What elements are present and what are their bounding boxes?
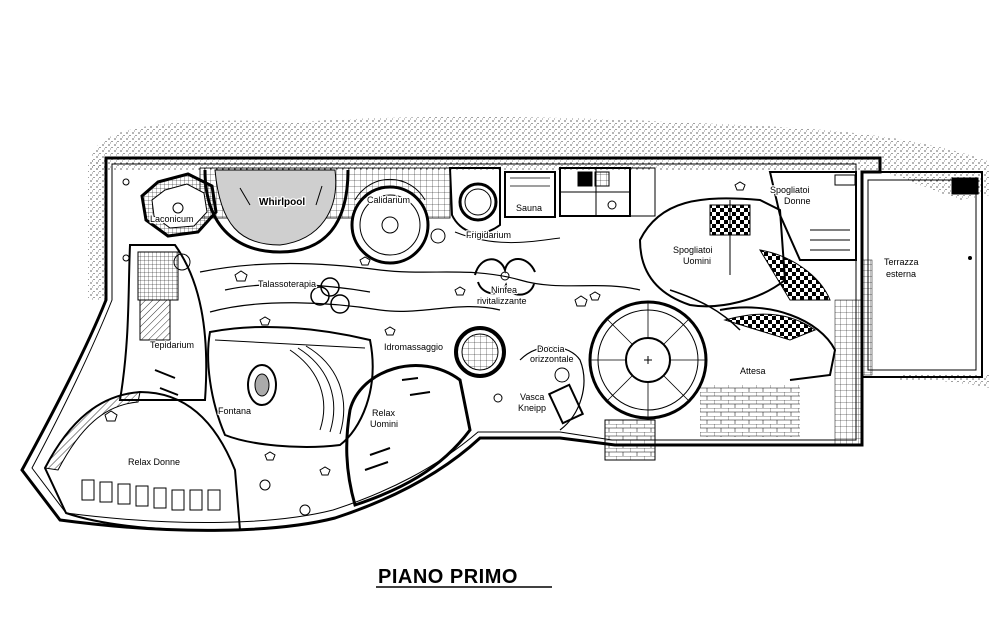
spogliatoi-donne-room: [768, 171, 857, 261]
label-fontana: Fontana: [218, 406, 251, 416]
laconicum-room: [140, 172, 218, 238]
label-doccia-2: orizzontale: [530, 354, 574, 364]
label-ninfea-2: rivitalizzante: [477, 296, 527, 306]
drawing-title: PIANO PRIMO: [376, 566, 552, 588]
label-vasca-1: Vasca: [520, 392, 544, 402]
brick-paving: [700, 385, 800, 437]
sauna-frigidarium: [448, 167, 561, 244]
label-whirlpool: Whirlpool: [259, 197, 305, 208]
label-idromassaggio: Idromassaggio: [384, 342, 443, 352]
fontana-area: [207, 325, 374, 448]
room-labels: Laconicum Whirlpool Calidarium Sauna Fri…: [127, 184, 920, 469]
label-relax-donne: Relax Donne: [128, 457, 180, 467]
label-talassoterapia: Talassoterapia: [258, 279, 316, 289]
spogliatoi-uomini-room: [638, 197, 787, 331]
label-ninfea-1: Ninfea: [491, 285, 517, 295]
spiral-staircase: [588, 300, 708, 420]
label-vasca-2: Kneipp: [518, 403, 546, 413]
relax-donne-room: [43, 390, 242, 532]
plan-title: PIANO PRIMO: [378, 566, 518, 588]
label-spogliatoi-uomini-1: Spogliatoi: [673, 245, 713, 255]
doccia-vasca-area: [519, 346, 585, 431]
label-tepidarium: Tepidarium: [150, 340, 194, 350]
talassoterapia-area: [199, 262, 641, 314]
tepidarium-room: [118, 244, 208, 401]
brick-paving-entry: [604, 419, 656, 461]
terrazza-esterna: [834, 171, 983, 446]
label-terrazza-2: esterna: [886, 269, 916, 279]
label-attesa: Attesa: [740, 366, 766, 376]
label-relax-uomini-2: Uomini: [370, 419, 398, 429]
label-sauna: Sauna: [516, 203, 542, 213]
relax-uomini-room: [345, 364, 472, 507]
label-spogliatoi-donne-1: Spogliatoi: [770, 185, 810, 195]
plant-decorations: [104, 178, 746, 516]
label-doccia-1: Doccia: [537, 344, 565, 354]
attesa-room: [719, 249, 837, 381]
service-block: [559, 167, 656, 217]
label-calidarium: Calidarium: [367, 195, 410, 205]
label-spogliatoi-uomini-2: Uomini: [683, 256, 711, 266]
calidarium-room: [350, 178, 446, 265]
label-frigidarium: Frigidarium: [466, 230, 511, 240]
idromassaggio-pool: [454, 326, 506, 378]
ninfea-pool: [474, 258, 536, 296]
label-spogliatoi-donne-2: Donne: [784, 196, 811, 206]
label-relax-uomini-1: Relax: [372, 408, 396, 418]
label-laconicum: Laconicum: [150, 214, 194, 224]
whirlpool-room: [203, 169, 350, 254]
label-terrazza-1: Terrazza: [884, 257, 919, 267]
